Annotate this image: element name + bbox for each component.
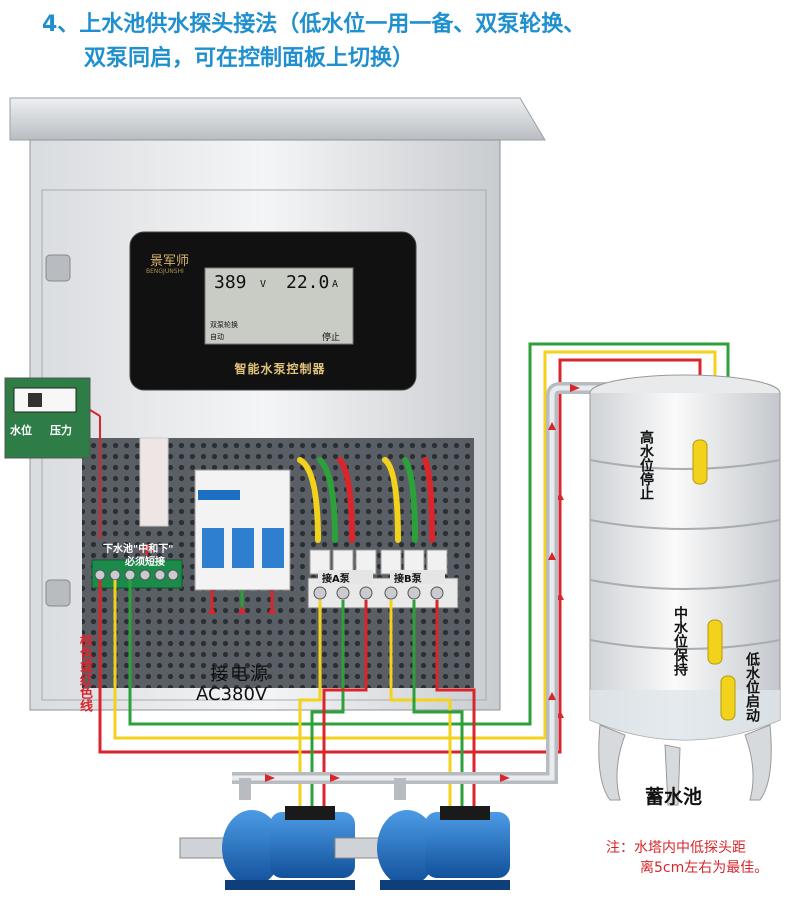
short-note-line1: 下水池"中和下" [103, 544, 174, 555]
pump-supply-wires [298, 600, 476, 808]
title-line-2: 双泵同启，可在控制面板上切换） [84, 46, 415, 71]
pump-a-tag [318, 570, 373, 584]
wire-color-label: 棕色或红色线 [77, 634, 92, 712]
brand-logo: 景军师 [150, 254, 190, 269]
lcd-voltage: 389 [214, 272, 247, 293]
pump-a [179, 806, 355, 890]
pump-b-label: 接B泵 [394, 574, 422, 585]
ribbon-cable [139, 437, 169, 527]
pump-a-label: 接A泵 [322, 574, 350, 585]
page-title: 4、上水池供水探头接法（低水位一用一备、双泵轮换、 双泵同启，可在控制面板上切换… [42, 8, 782, 76]
low-level-label: 低水位启动 [744, 652, 760, 722]
short-note-line2: 必须短接 [125, 557, 165, 568]
mode-switch-knob[interactable] [28, 393, 42, 407]
high-level-label: 高水位停止 [638, 430, 654, 500]
cabinet-roof [9, 97, 546, 141]
pump-b-tag [390, 570, 445, 584]
tank-label: 蓄水池 [645, 786, 703, 808]
low-level-probe [720, 675, 736, 721]
pump-b [334, 806, 510, 890]
breaker-brand-label [198, 490, 240, 500]
breaker-lever-2[interactable] [232, 528, 254, 568]
breaker-lever-3[interactable] [262, 528, 284, 568]
mode-switch[interactable] [13, 387, 77, 413]
power-label-2: AC380V [196, 684, 268, 705]
note-line1: 注：水塔内中低探头距 [606, 840, 746, 856]
hinge-top [45, 254, 71, 282]
lcd-mode: 双泵轮换 [210, 321, 238, 329]
lcd-screen [204, 267, 354, 345]
probe-terminal-block [91, 559, 183, 589]
panel-name: 智能水泵控制器 [234, 362, 326, 376]
note-line2: 离5cm左右为最佳。 [640, 860, 769, 876]
lcd-status: 停止 [322, 333, 341, 343]
switch-label-pressure: 压力 [50, 424, 72, 437]
hinge-bottom [45, 579, 71, 607]
high-level-probe [692, 439, 708, 485]
lcd-current: 22.0 [286, 272, 330, 293]
power-label-1: 接电源 [210, 664, 270, 685]
switch-label-level: 水位 [10, 424, 32, 437]
tank-legs [598, 724, 772, 806]
lcd-mode2: 自动 [210, 333, 224, 341]
lcd-current-unit: A [332, 279, 339, 290]
lcd-voltage-unit: V [260, 279, 267, 290]
brand-sub: BENGJUNSHI [146, 268, 184, 275]
title-line-1: 4、上水池供水探头接法（低水位一用一备、双泵轮换、 [42, 12, 586, 37]
short-note-arrow [140, 543, 154, 556]
power-input-wires [297, 457, 435, 543]
breaker-lever-1[interactable] [202, 528, 224, 568]
mid-level-label: 中水位保持 [672, 606, 688, 676]
mid-level-probe [707, 619, 723, 665]
